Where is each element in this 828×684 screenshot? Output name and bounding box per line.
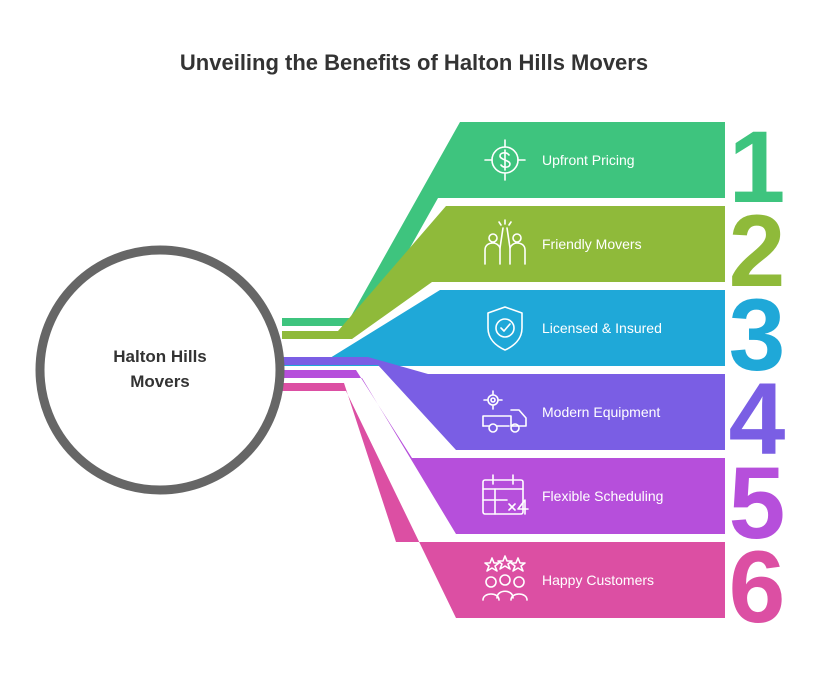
shield-check-icon xyxy=(487,306,523,351)
benefit-label-5: Flexible Scheduling xyxy=(542,488,663,504)
center-label-line-2: Movers xyxy=(130,372,190,391)
benefit-number-3: 3 xyxy=(729,278,786,392)
center-ring xyxy=(35,245,285,495)
benefit-label-6: Happy Customers xyxy=(542,572,654,588)
benefit-item-3: Licensed & Insured 3 xyxy=(282,275,788,395)
center-label-line-1: Halton Hills xyxy=(113,347,207,366)
benefit-number-4: 4 xyxy=(729,362,786,476)
benefit-number-5: 5 xyxy=(729,446,786,560)
benefit-label-2: Friendly Movers xyxy=(542,236,642,252)
high-five-icon xyxy=(484,219,526,265)
calendar-icon xyxy=(482,474,529,515)
benefit-item-5: Flexible Scheduling 5 xyxy=(282,370,788,563)
page-title: Unveiling the Benefits of Halton Hills M… xyxy=(179,50,649,75)
benefit-band-6 xyxy=(282,383,725,618)
benefit-number-2: 2 xyxy=(729,194,786,308)
benefit-label-1: Upfront Pricing xyxy=(542,152,635,168)
benefit-band-4 xyxy=(282,357,725,450)
benefit-number-1: 1 xyxy=(729,110,786,224)
benefit-bands: Upfront Pricing 1 Friendly Movers 2 Lice… xyxy=(282,107,789,647)
benefit-label-4: Modern Equipment xyxy=(542,404,660,420)
benefit-label-3: Licensed & Insured xyxy=(542,320,662,336)
benefit-band-5 xyxy=(282,370,725,534)
benefit-item-6: Happy Customers 6 xyxy=(282,383,788,647)
happy-customers-icon xyxy=(482,555,528,601)
center-hub: Halton Hills Movers xyxy=(35,245,285,495)
benefit-item-2: Friendly Movers 2 xyxy=(282,191,788,339)
benefit-item-4: Modern Equipment 4 xyxy=(282,357,789,479)
dollar-target-icon xyxy=(484,139,526,181)
truck-gear-icon xyxy=(482,390,527,433)
benefit-number-6: 6 xyxy=(729,530,786,644)
benefit-band-2 xyxy=(282,206,725,339)
benefit-band-3 xyxy=(282,290,725,366)
